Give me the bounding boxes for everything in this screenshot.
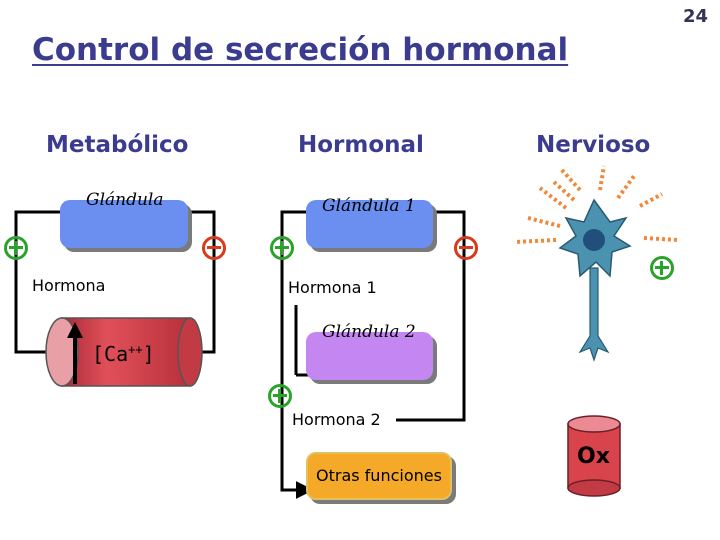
gland1-box [306,200,433,248]
other-functions-box [306,452,452,500]
metabolic-hormone-label: Hormona [32,276,106,295]
header-nervous: Nervioso [536,132,651,158]
hormone2-label: Hormona 2 [292,410,381,429]
other-functions-label: Otras funciones [316,466,442,485]
hormone1-label: Hormona 1 [288,278,377,297]
calcium-charge: ++ [128,342,143,357]
metabolic-gland-label: Glándula [86,190,164,210]
gland1-label: Glándula 1 [322,196,416,216]
hormonal-loop [280,210,466,499]
calcium-symbol: [Ca [92,342,129,366]
header-metabolic: Metabólico [46,132,189,158]
positive-sign-icon [268,384,292,408]
ox-label: Ox [577,444,610,469]
negative-sign-icon [202,236,226,260]
metabolic-gland-box [60,200,188,248]
negative-sign-icon [454,236,478,260]
page-number: 24 [683,6,709,27]
gland2-box [306,332,433,380]
neuron-icon [513,165,679,362]
calcium-bracket: ] [142,342,155,366]
page-title: Control de secreción hormonal [32,32,569,68]
ox-cylinder-icon [567,415,621,497]
header-hormonal: Hormonal [298,132,424,158]
positive-sign-icon [270,236,294,260]
dendrite-dots [513,165,679,244]
calcium-cylinder-icon [45,317,203,387]
positive-sign-icon [650,256,674,280]
gland2-label: Glándula 2 [322,322,416,342]
positive-sign-icon [4,236,28,260]
calcium-label: [Ca++] [92,342,155,366]
